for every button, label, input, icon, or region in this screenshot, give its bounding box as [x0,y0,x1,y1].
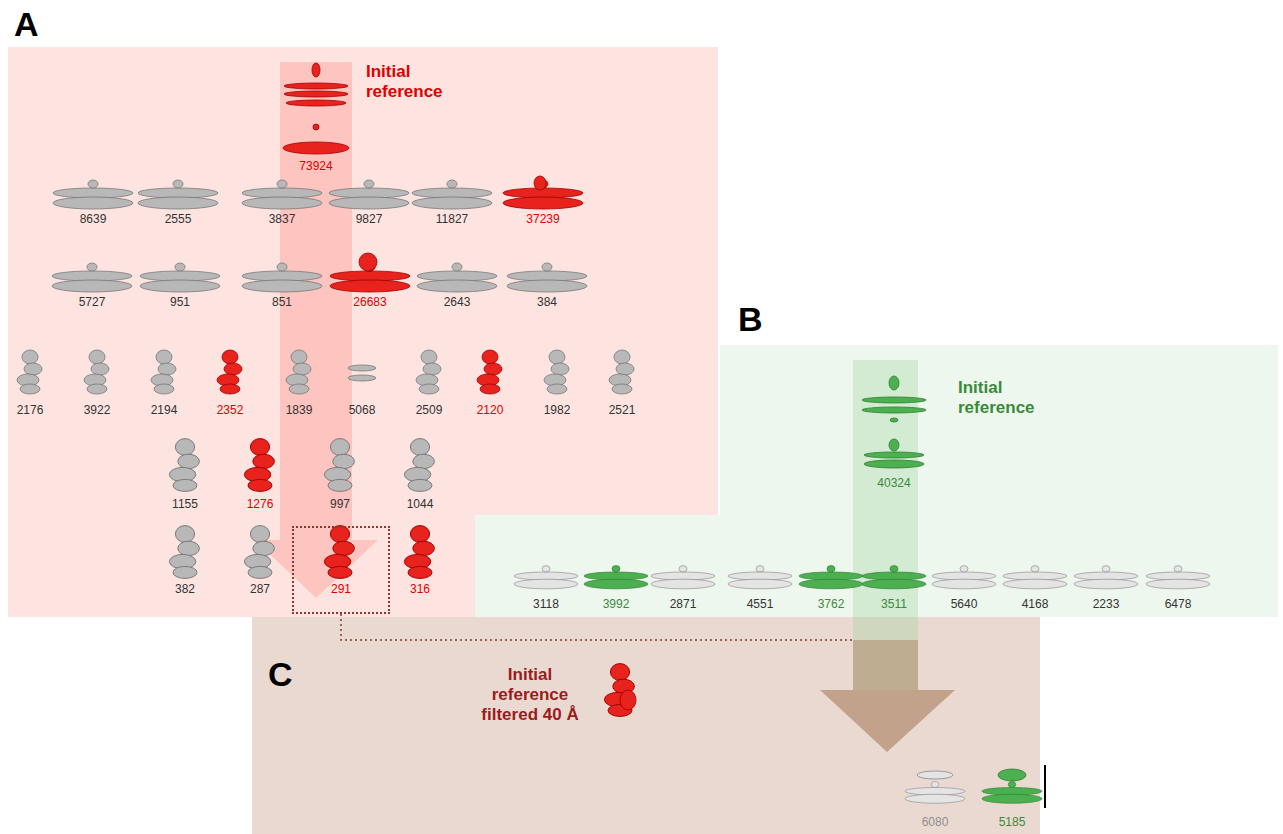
particle-count: 11827 [436,212,468,226]
selected-class-box: 291 [292,526,390,614]
particle-count: 5185 [999,815,1026,829]
panel-c: C Initial reference filtered 40 Å [252,617,1040,834]
particle-count: 851 [272,295,292,309]
particle-count: 2871 [670,597,697,611]
particle-count: 2521 [609,403,636,417]
reference-label: Initial reference filtered 40 Å [468,665,592,725]
particle-count: 2643 [444,295,471,309]
particle-count: 73924 [299,159,332,173]
panel-grounds [8,47,1278,834]
density-maps-a [17,63,634,578]
particle-count: 2194 [151,403,178,417]
particle-count: 291 [294,582,388,596]
reference-label: Initial reference [958,378,1058,418]
particle-count: 4168 [1022,597,1049,611]
particle-count: 6478 [1165,597,1192,611]
particle-count: 1839 [286,403,313,417]
particle-count: 5727 [79,295,106,309]
particle-count: 3922 [84,403,111,417]
particle-count: 2352 [217,403,244,417]
flow-arrows [255,62,955,752]
particle-count: 316 [410,582,430,596]
particle-count: 382 [175,582,195,596]
particle-count: 1044 [407,497,434,511]
particle-count: 384 [537,295,557,309]
particle-count: 9827 [356,212,383,226]
particle-count: 1276 [247,497,274,511]
panel-letter: C [268,655,293,693]
particle-count: 951 [170,295,190,309]
particle-count: 1155 [172,497,198,511]
panel-b: BInitial reference [720,345,1278,617]
particle-count: 4551 [747,597,774,611]
particle-count: 997 [330,497,350,511]
particle-count: 3511 [881,597,907,611]
panel-a: AInitial reference291 [8,47,718,617]
particle-count: 5068 [349,403,376,417]
panel-letter: A [14,5,39,43]
particle-count: 3118 [533,597,559,611]
particle-count: 2555 [165,212,192,226]
particle-count: 2176 [17,403,44,417]
density-maps-b [514,376,1210,589]
particle-count: 3762 [818,597,845,611]
particle-count: 3837 [269,212,296,226]
particle-count: 40324 [877,476,910,490]
density-maps-c [604,664,1045,808]
particle-count: 2509 [416,403,443,417]
particle-count: 2233 [1093,597,1120,611]
particle-count: 37239 [526,212,559,226]
particle-count: 8639 [80,212,107,226]
particle-count: 6080 [922,815,949,829]
particle-count: 287 [250,582,270,596]
particle-count: 3992 [603,597,630,611]
particle-count: 26683 [353,295,386,309]
reference-label: Initial reference [366,62,466,102]
particle-count: 1982 [544,403,571,417]
panel-letter: B [738,300,763,338]
particle-count: 5640 [951,597,978,611]
particle-count: 2120 [477,403,504,417]
